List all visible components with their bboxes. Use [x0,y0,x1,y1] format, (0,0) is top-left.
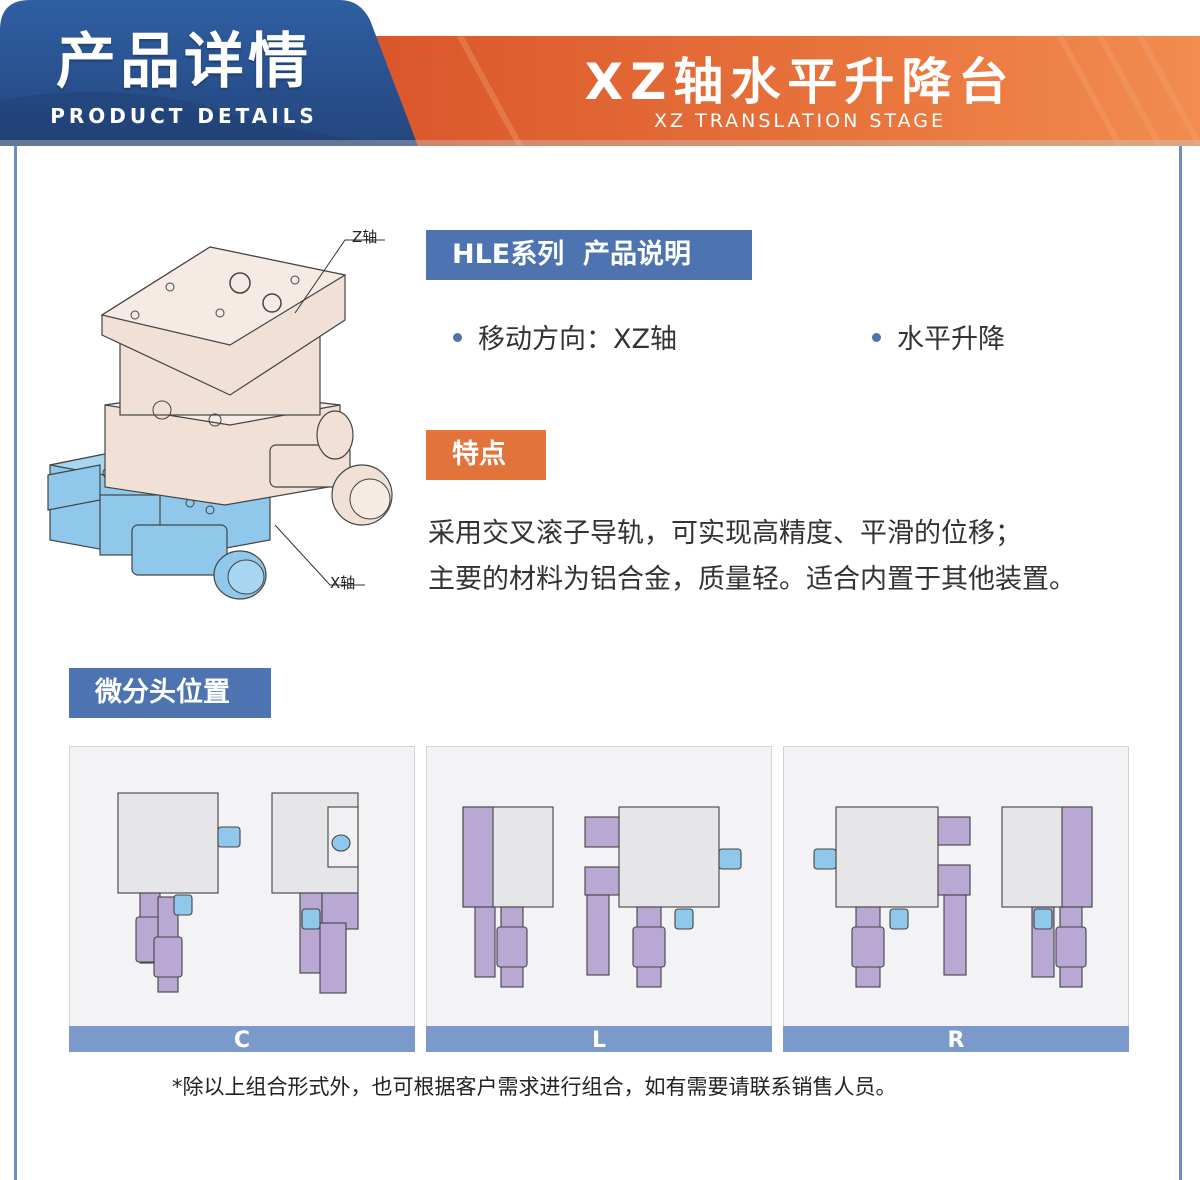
banner-graphic [0,0,1200,146]
positions-heading: 微分头位置 [69,668,271,718]
position-panel-r: R [783,746,1129,1053]
panel-c-diagram [117,792,359,994]
panel-label-c: C [69,1026,415,1053]
bullet-text: 移动方向：XZ轴 [478,324,677,355]
product-illustration [47,239,393,600]
callout-x-axis: X轴 [330,574,356,592]
bullet-dot-icon [872,333,881,342]
features-heading: 特点 [426,430,546,480]
banner-right-title: XZ轴水平升降台 [584,53,1016,111]
z-axis-stage [100,246,393,526]
panel-r-diagram [813,806,1093,988]
description-heading: HLE系列 产品说明 [426,230,752,280]
header-banner: 产品详情 PRODUCT DETAILS XZ轴水平升降台 XZ TRANSLA… [0,0,1200,146]
position-panel-c: C [69,746,415,1053]
panel-l-diagram [462,806,742,988]
description-bullet-2: 水平升降 [872,322,1005,358]
bullet-text: 水平升降 [897,324,1005,355]
panel-label-l: L [426,1026,772,1053]
description-bullet-1: 移动方向：XZ轴 [453,322,677,358]
position-panel-l: L [426,746,772,1053]
content-frame [14,140,1182,1180]
banner-left-subtitle: PRODUCT DETAILS [50,104,318,128]
features-line-1: 采用交叉滚子导轨，可实现高精度、平滑的位移； [428,518,1022,549]
features-line-2: 主要的材料为铝合金，质量轻。适合内置于其他装置。 [428,564,1076,595]
banner-right-subtitle: XZ TRANSLATION STAGE [654,110,946,132]
banner-left-title: 产品详情 [56,27,312,97]
footnote: *除以上组合形式外，也可根据客户需求进行组合，如有需要请联系销售人员。 [172,1075,897,1099]
panel-label-r: R [783,1026,1129,1053]
callout-z-axis: Z轴 [352,228,378,246]
bullet-dot-icon [453,333,462,342]
